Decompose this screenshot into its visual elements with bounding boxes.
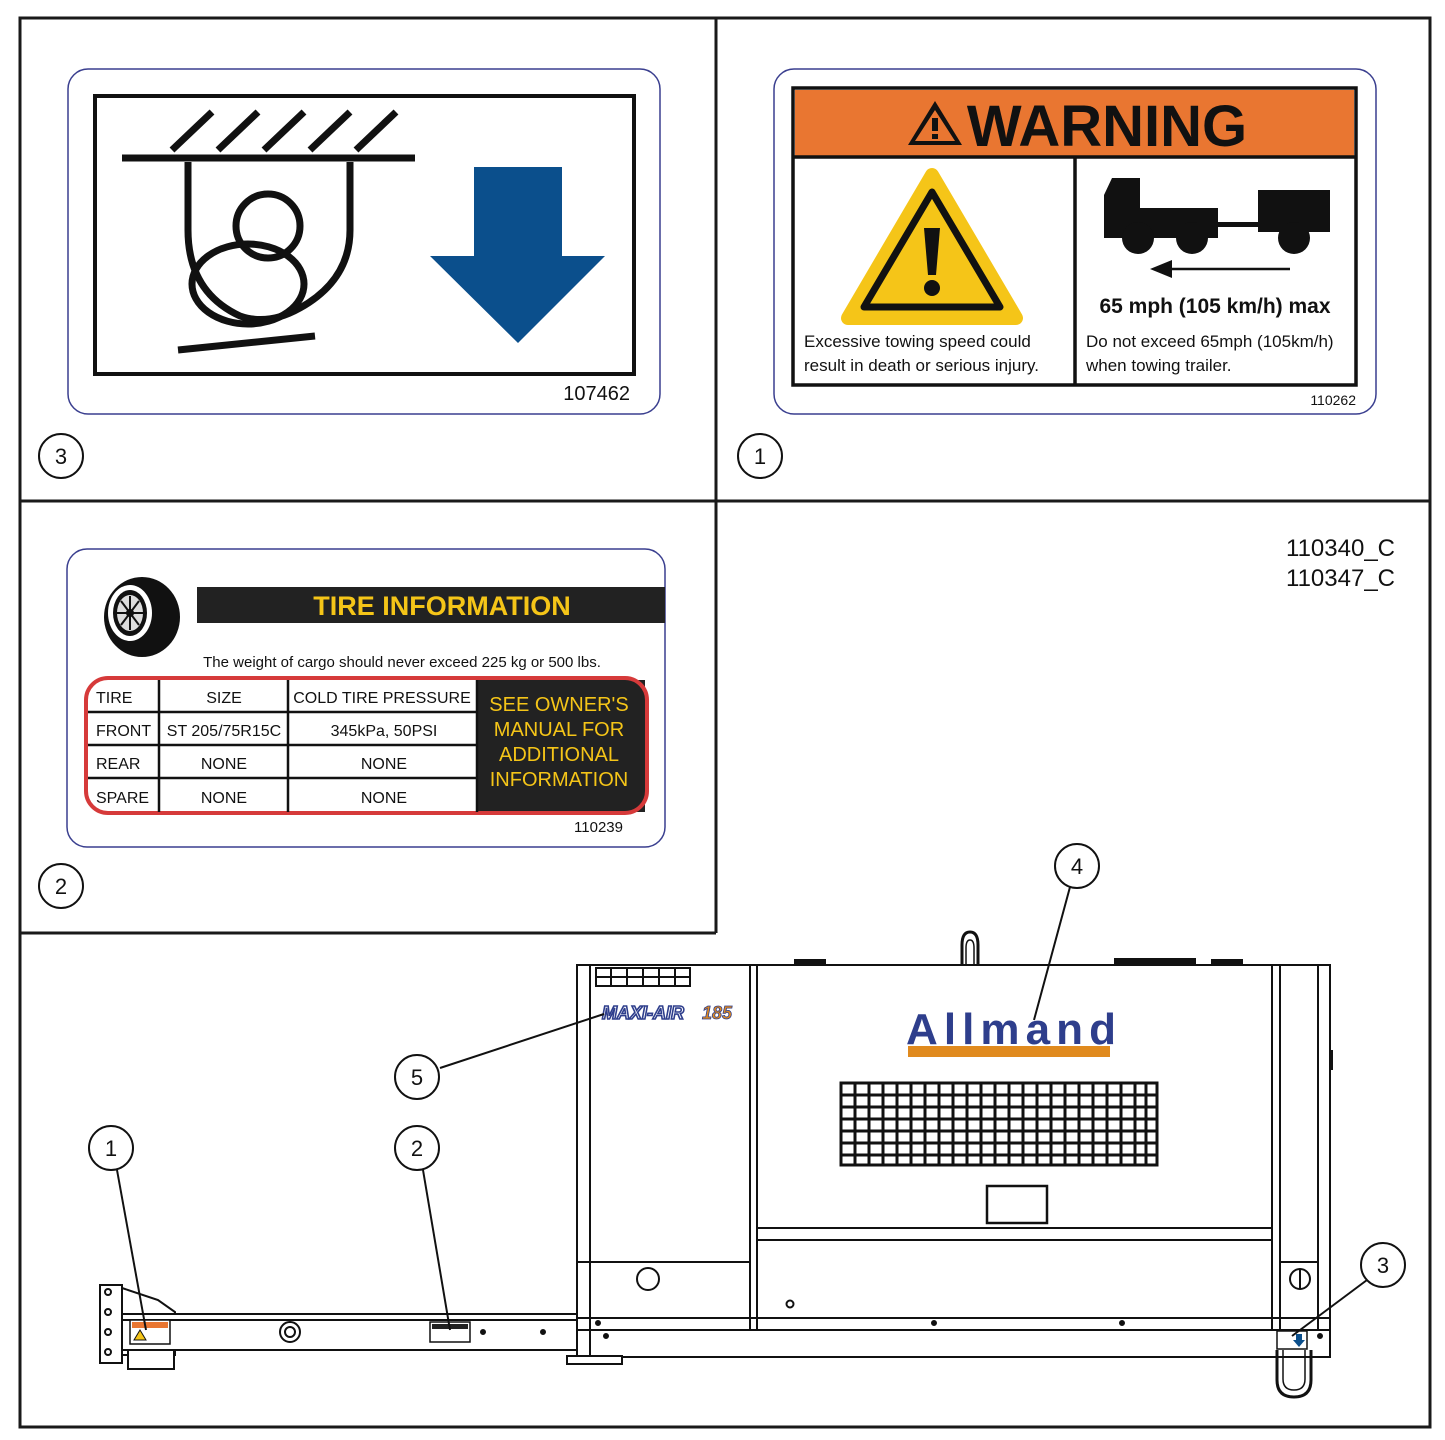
- panel-grid: [18, 16, 1432, 1429]
- tire-note-line-1: SEE OWNER'S: [489, 694, 628, 716]
- warning-left-line-2: result in death or serious injury.: [804, 356, 1039, 375]
- drawing-id-1: 110340_C: [1286, 535, 1395, 562]
- tire-note-line-4: INFORMATION: [490, 769, 629, 791]
- cargo-weight-note: The weight of cargo should never exceed …: [203, 654, 601, 671]
- warning-header: WARNING: [967, 94, 1247, 159]
- tire-note-line-2: MANUAL FOR: [494, 719, 624, 741]
- bottom-callouts: 4 5 1 2 3: [88, 843, 1406, 1288]
- tire-row-rear-pressure: NONE: [361, 756, 407, 773]
- hazard-triangle-icon: [841, 168, 1023, 325]
- callout-5: 5: [411, 1065, 423, 1090]
- tire-header-size: SIZE: [206, 690, 242, 707]
- warning-decal-part-number: 110262: [1310, 392, 1356, 408]
- tire-decal-part-number: 110239: [574, 819, 623, 836]
- tire-icon: [104, 577, 180, 657]
- model-number-text: 185: [702, 1003, 733, 1023]
- tire-row-front-label: FRONT: [96, 723, 151, 740]
- tire-row-spare-label: SPARE: [96, 790, 149, 807]
- tire-row-spare-size: NONE: [201, 790, 247, 807]
- model-logo-text: MAXI-AIR: [602, 1003, 684, 1023]
- callout-4: 4: [1071, 854, 1083, 879]
- tire-row-front-size: ST 205/75R15C: [167, 723, 281, 740]
- callout-1-top: 1: [754, 444, 766, 469]
- down-arrow-icon: [430, 167, 605, 343]
- callout-1-bottom: 1: [105, 1136, 117, 1161]
- lift-decal-part-number: 107462: [563, 383, 630, 405]
- maxi-air-logo: MAXI-AIR 185: [601, 1002, 733, 1024]
- tire-row-front-pressure: 345kPa, 50PSI: [331, 723, 438, 740]
- drawing-id-2: 110347_C: [1286, 565, 1395, 592]
- warning-left-line-1: Excessive towing speed could: [804, 332, 1031, 351]
- leader-lines: [116, 886, 1368, 1337]
- callout-3-bottom: 3: [1377, 1253, 1389, 1278]
- warning-decal-panel: WARNING Excessive towing speed could res…: [737, 68, 1377, 479]
- tire-decal-panel: TIRE INFORMATION The weight of cargo sho…: [38, 548, 666, 909]
- speed-limit-text: 65 mph (105 km/h) max: [1099, 295, 1330, 318]
- callout-3-top: 3: [55, 444, 67, 469]
- lift-decal-panel: 107462 3: [38, 68, 661, 479]
- callout-2-top: 2: [55, 874, 67, 899]
- tire-note-line-3: ADDITIONAL: [499, 744, 619, 766]
- tire-row-rear-size: NONE: [201, 756, 247, 773]
- callout-2-bottom: 2: [411, 1136, 423, 1161]
- truck-trailer-icon: [1104, 178, 1330, 278]
- tire-header-pressure: COLD TIRE PRESSURE: [293, 690, 471, 707]
- warning-right-line-2: when towing trailer.: [1085, 356, 1232, 375]
- warning-small-icon: [908, 101, 962, 145]
- tire-header-tire: TIRE: [96, 690, 132, 707]
- tire-row-spare-pressure: NONE: [361, 790, 407, 807]
- machine-drawing: [99, 930, 1333, 1399]
- warning-right-line-1: Do not exceed 65mph (105km/h): [1086, 332, 1334, 351]
- tire-info-title: TIRE INFORMATION: [313, 591, 570, 621]
- lift-hook-icon: [122, 109, 415, 354]
- tire-table: TIRE SIZE COLD TIRE PRESSURE FRONT ST 20…: [84, 676, 649, 815]
- tire-row-rear-label: REAR: [96, 756, 140, 773]
